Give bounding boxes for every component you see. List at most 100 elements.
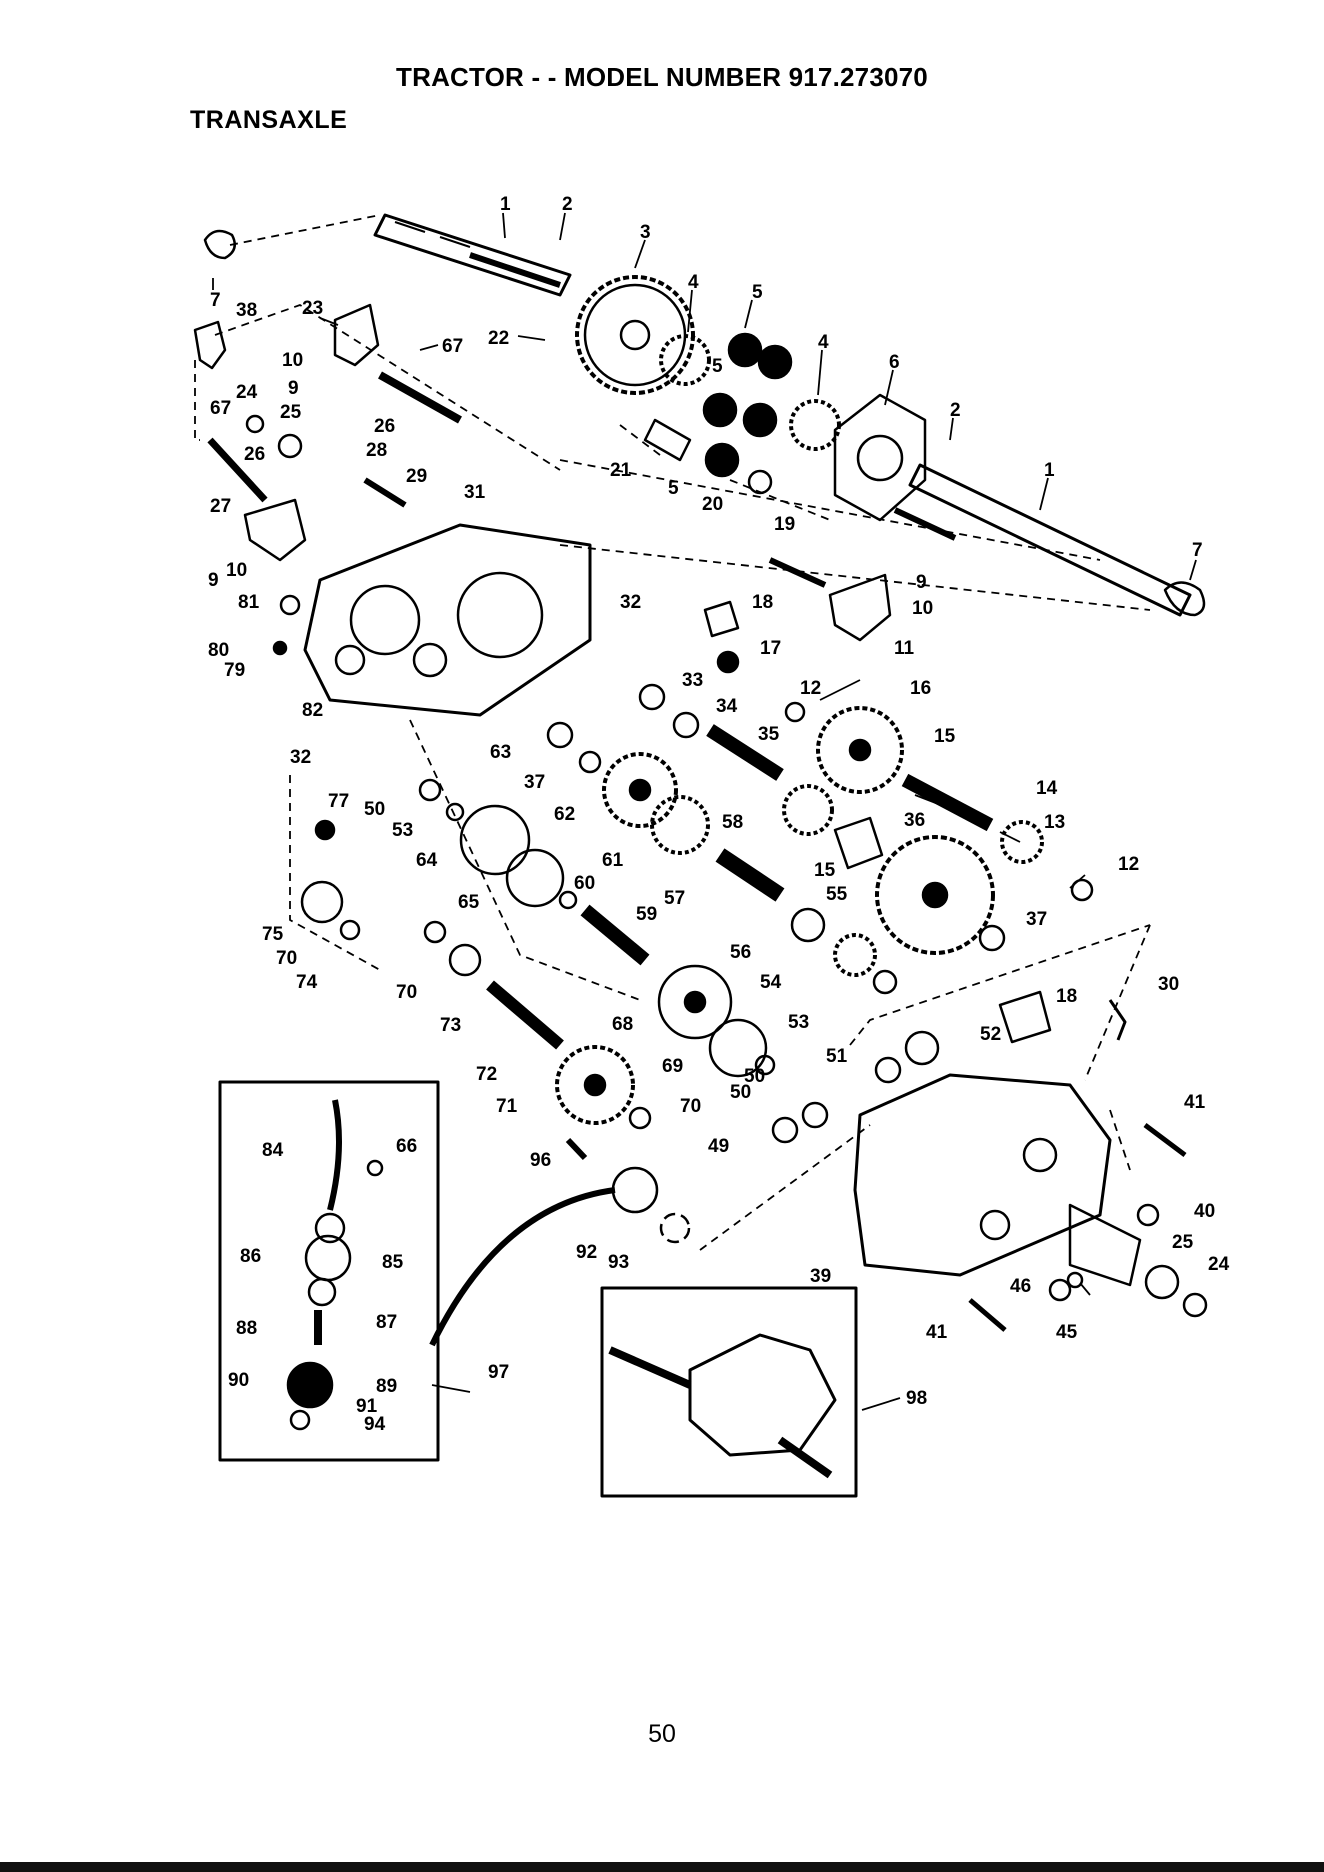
page-number: 50 [648, 1720, 676, 1748]
part-label-93: 93 [608, 1252, 629, 1273]
bushing-49 [771, 1116, 799, 1144]
gear-58 [782, 784, 834, 836]
part-label-88: 88 [236, 1318, 257, 1339]
washer-53a [445, 802, 465, 822]
part-label-11: 11 [894, 638, 915, 659]
gear-61 [650, 795, 710, 855]
disc-64 [459, 804, 531, 876]
part-label-79: 79 [224, 660, 245, 681]
diagram-artwork [193, 212, 1208, 1498]
tube-84 [327, 1099, 342, 1211]
part-label-12: 12 [1118, 854, 1139, 875]
part-label-4: 4 [818, 332, 829, 353]
part-label-29: 29 [406, 466, 427, 487]
part-label-34: 34 [716, 696, 738, 717]
part-label-51: 51 [826, 1046, 848, 1067]
left-axle [373, 213, 572, 297]
housing-31 [303, 523, 592, 717]
leader-lines [212, 212, 1197, 1411]
bolt-41a [1143, 1123, 1187, 1157]
part-label-72: 72 [476, 1064, 497, 1085]
part-label-26: 26 [244, 444, 265, 465]
part-label-37: 37 [524, 772, 545, 793]
part-label-57: 57 [664, 888, 685, 909]
part-label-4: 4 [688, 272, 699, 293]
disc-68 [657, 964, 733, 1040]
disc-75 [300, 880, 344, 924]
washer-60 [558, 890, 578, 910]
guide-lines [194, 214, 1151, 1251]
part-label-19: 19 [774, 514, 795, 535]
bushing-77 [314, 819, 336, 841]
fork-11 [828, 573, 892, 642]
part-label-10: 10 [282, 350, 303, 371]
part-label-70: 70 [396, 982, 417, 1003]
gear-4b [789, 399, 841, 451]
part-label-50: 50 [364, 799, 385, 820]
part-label-94: 94 [364, 1414, 386, 1435]
bushing-36 [833, 816, 884, 870]
part-label-25: 25 [1172, 1232, 1194, 1253]
part-label-67: 67 [210, 398, 231, 419]
part-label-5: 5 [712, 356, 723, 377]
clip-91 [289, 1409, 311, 1431]
part-label-12: 12 [800, 678, 821, 699]
gear-13 [1000, 820, 1044, 864]
housing-39 [853, 1073, 1142, 1287]
bolt-41b [968, 1298, 1007, 1332]
part-label-74: 74 [296, 972, 318, 993]
part-label-28: 28 [366, 440, 387, 461]
part-label-75: 75 [262, 924, 284, 945]
bushing-63 [546, 721, 574, 749]
washer-12b [1070, 878, 1094, 902]
part-label-81: 81 [238, 592, 260, 613]
part-label-64: 64 [416, 850, 438, 871]
bushing-33 [638, 683, 666, 711]
part-label-9: 9 [208, 570, 219, 591]
part-label-13: 13 [1044, 812, 1065, 833]
washer-37a [578, 750, 602, 774]
part-label-36: 36 [904, 810, 925, 831]
part-label-15: 15 [934, 726, 956, 747]
washer-70c [628, 1106, 652, 1130]
part-label-50: 50 [730, 1082, 751, 1103]
bolt-96 [565, 1137, 588, 1161]
part-label-21: 21 [610, 460, 632, 481]
bushing-25b [1144, 1264, 1180, 1300]
right-axle [908, 463, 1192, 617]
part-label-14: 14 [1036, 778, 1058, 799]
part-label-10: 10 [912, 598, 933, 619]
part-label-39: 39 [810, 1266, 831, 1287]
bushing-18 [703, 600, 740, 638]
part-label-70: 70 [276, 948, 297, 969]
spacer-21 [643, 418, 692, 462]
bushing-17 [716, 650, 740, 674]
washer-25 [277, 433, 303, 459]
part-label-24: 24 [236, 382, 258, 403]
part-label-5: 5 [668, 478, 679, 499]
part-label-32: 32 [620, 592, 641, 613]
part-label-92: 92 [576, 1242, 597, 1263]
rod-19 [768, 557, 827, 588]
part-label-87: 87 [376, 1312, 397, 1333]
part-label-33: 33 [682, 670, 703, 691]
disc-65 [505, 848, 565, 908]
fitting-30 [1108, 999, 1127, 1041]
part-label-65: 65 [458, 892, 480, 913]
fitting-40 [1136, 1203, 1160, 1227]
part-label-32: 32 [290, 747, 311, 768]
bushing-50a [418, 778, 442, 802]
washer-53 [872, 969, 898, 995]
part-label-96: 96 [530, 1150, 551, 1171]
shaft-28 [363, 477, 407, 508]
part-label-91: 91 [356, 1396, 378, 1417]
disc-69 [708, 1018, 768, 1078]
part-label-38: 38 [236, 300, 257, 321]
part-label-54: 54 [760, 972, 782, 993]
gear-16 [816, 706, 904, 794]
part-label-68: 68 [612, 1014, 633, 1035]
part-label-98: 98 [906, 1388, 927, 1409]
gear-62 [602, 752, 678, 828]
part-label-85: 85 [382, 1252, 404, 1273]
